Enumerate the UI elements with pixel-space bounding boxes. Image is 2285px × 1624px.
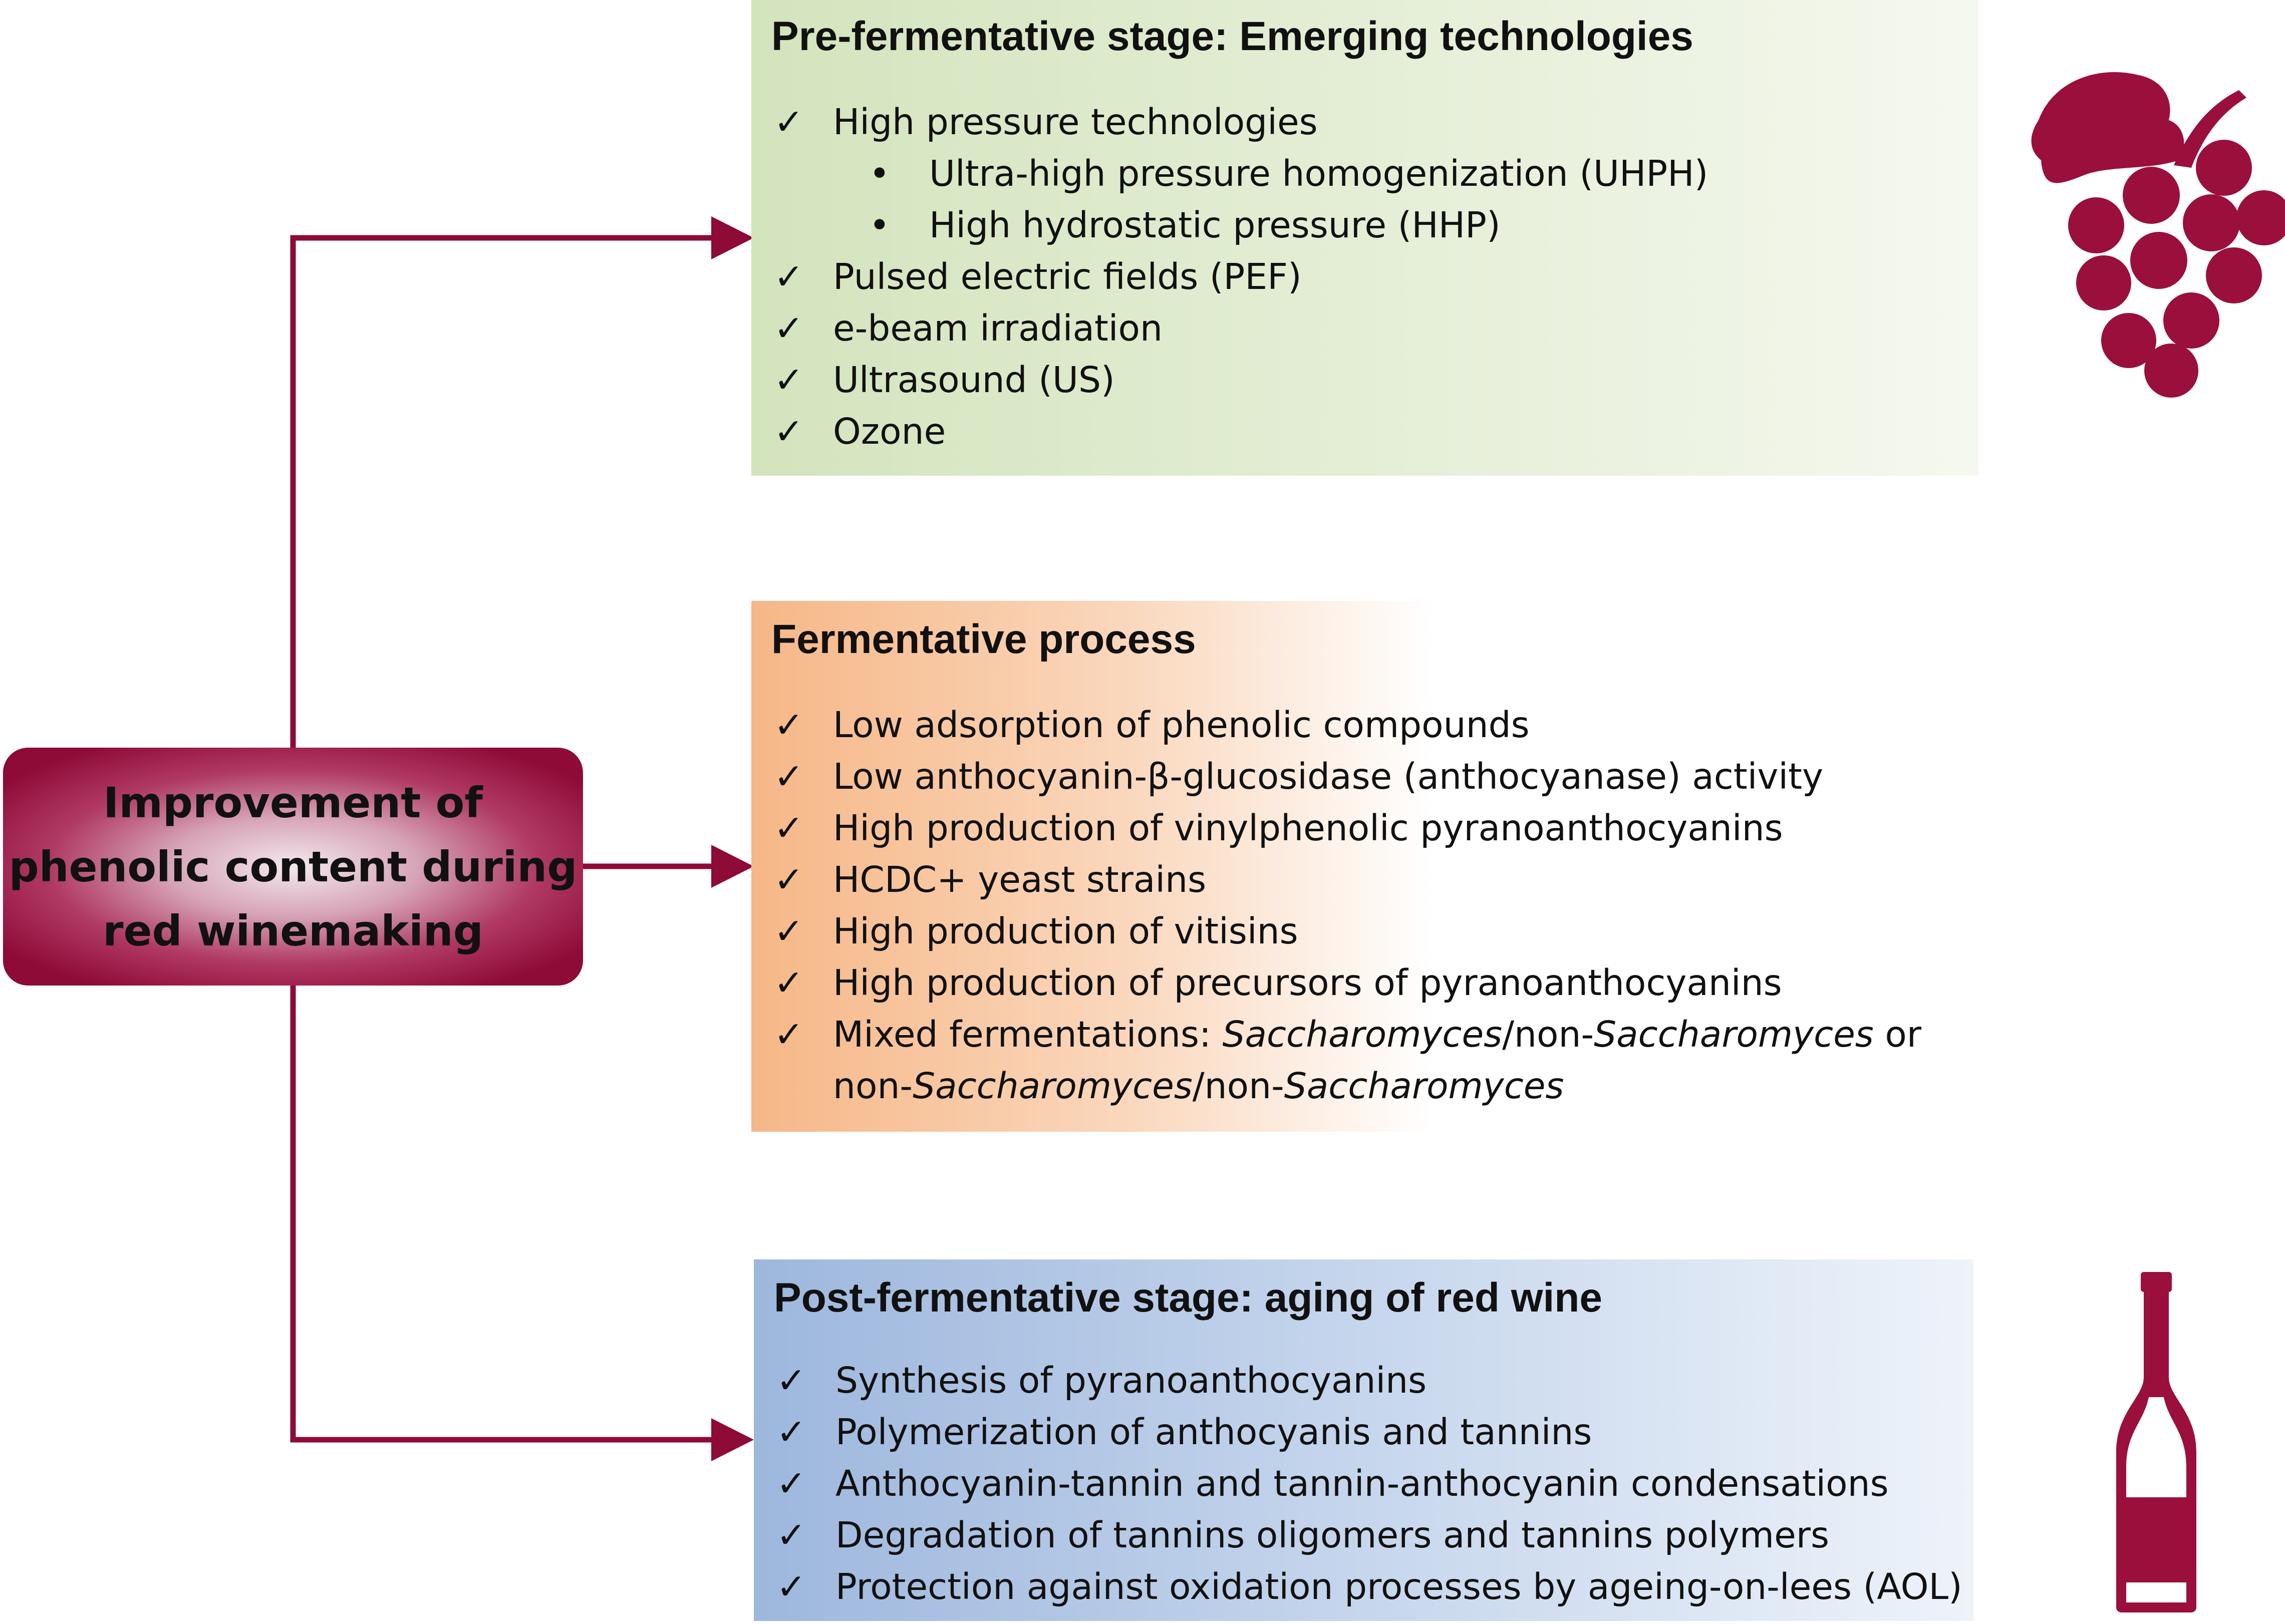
arrowhead-pre — [711, 216, 754, 259]
check-icon: ✓ — [774, 756, 804, 797]
check-icon: ✓ — [774, 807, 804, 849]
list-item: ✓Anthocyanin-tannin and tannin-anthocyan… — [776, 1458, 1962, 1509]
ferm-item-list: ✓Low adsorption of phenolic compounds ✓L… — [774, 699, 1921, 1112]
wine-bottle-icon — [2116, 1272, 2196, 1612]
list-item: ✓Pulsed electric fields (PEF) — [774, 251, 1708, 302]
list-item: ✓Protection against oxidation processes … — [776, 1561, 1962, 1612]
list-item: ✓Low anthocyanin-β-glucosidase (anthocya… — [774, 751, 1921, 802]
list-item: ✓Mixed fermentations: Saccharomyces/non-… — [774, 1009, 1921, 1112]
post-panel-title: Post-fermentative stage: aging of red wi… — [774, 1275, 1602, 1321]
list-item: •High hydrostatic pressure (HHP) — [774, 199, 1708, 251]
pre-item-list: ✓High pressure technologies •Ultra-high … — [774, 96, 1708, 457]
check-icon: ✓ — [774, 1014, 804, 1055]
list-item: ✓Ozone — [774, 406, 1708, 457]
check-icon: ✓ — [776, 1566, 806, 1607]
pre-fermentative-panel: Pre-fermentative stage: Emerging technol… — [751, 0, 1978, 476]
check-icon: ✓ — [774, 307, 804, 349]
list-item: ✓e-beam irradiation — [774, 302, 1708, 354]
check-icon: ✓ — [774, 962, 804, 1004]
check-icon: ✓ — [774, 256, 804, 297]
central-concept-box: Improvement of phenolic content during r… — [3, 748, 583, 986]
list-item: ✓Low adsorption of phenolic compounds — [774, 699, 1921, 751]
list-item: ✓Polymerization of anthocyanis and tanni… — [776, 1406, 1962, 1458]
post-fermentative-panel: Post-fermentative stage: aging of red wi… — [754, 1259, 1973, 1621]
check-icon: ✓ — [774, 859, 804, 900]
ferm-panel-title: Fermentative process — [771, 616, 1196, 662]
list-item: ✓High production of precursors of pyrano… — [774, 957, 1921, 1009]
post-item-list: ✓Synthesis of pyranoanthocyanins ✓Polyme… — [776, 1355, 1962, 1612]
list-item: ✓HCDC+ yeast strains — [774, 854, 1921, 905]
bullet-icon: • — [869, 153, 890, 194]
connector-to-pre — [290, 235, 716, 748]
check-icon: ✓ — [776, 1514, 806, 1556]
list-item: ✓High production of vinylphenolic pyrano… — [774, 802, 1921, 854]
check-icon: ✓ — [776, 1360, 806, 1401]
list-item: •Ultra-high pressure homogenization (UHP… — [774, 148, 1708, 199]
list-item: ✓Ultrasound (US) — [774, 354, 1708, 406]
check-icon: ✓ — [774, 101, 804, 143]
check-icon: ✓ — [774, 910, 804, 952]
check-icon: ✓ — [774, 411, 804, 452]
list-item: ✓Degradation of tannins oligomers and ta… — [776, 1509, 1962, 1561]
grape-cluster-icon — [2031, 72, 2285, 398]
pre-panel-title: Pre-fermentative stage: Emerging technol… — [771, 14, 1693, 59]
check-icon: ✓ — [774, 359, 804, 401]
fermentative-panel: Fermentative process ✓Low adsorption of … — [751, 601, 1921, 1132]
list-item: ✓High production of vitisins — [774, 905, 1921, 957]
check-icon: ✓ — [774, 704, 804, 746]
arrowhead-post — [711, 1418, 754, 1461]
check-icon: ✓ — [776, 1411, 806, 1453]
central-concept-label: Improvement of phenolic content during r… — [9, 778, 578, 955]
check-icon: ✓ — [776, 1463, 806, 1504]
bullet-icon: • — [869, 204, 890, 246]
arrowhead-ferm — [711, 845, 754, 888]
connector-to-post — [290, 986, 716, 1443]
list-item: ✓Synthesis of pyranoanthocyanins — [776, 1355, 1962, 1406]
list-item: ✓High pressure technologies — [774, 96, 1708, 148]
